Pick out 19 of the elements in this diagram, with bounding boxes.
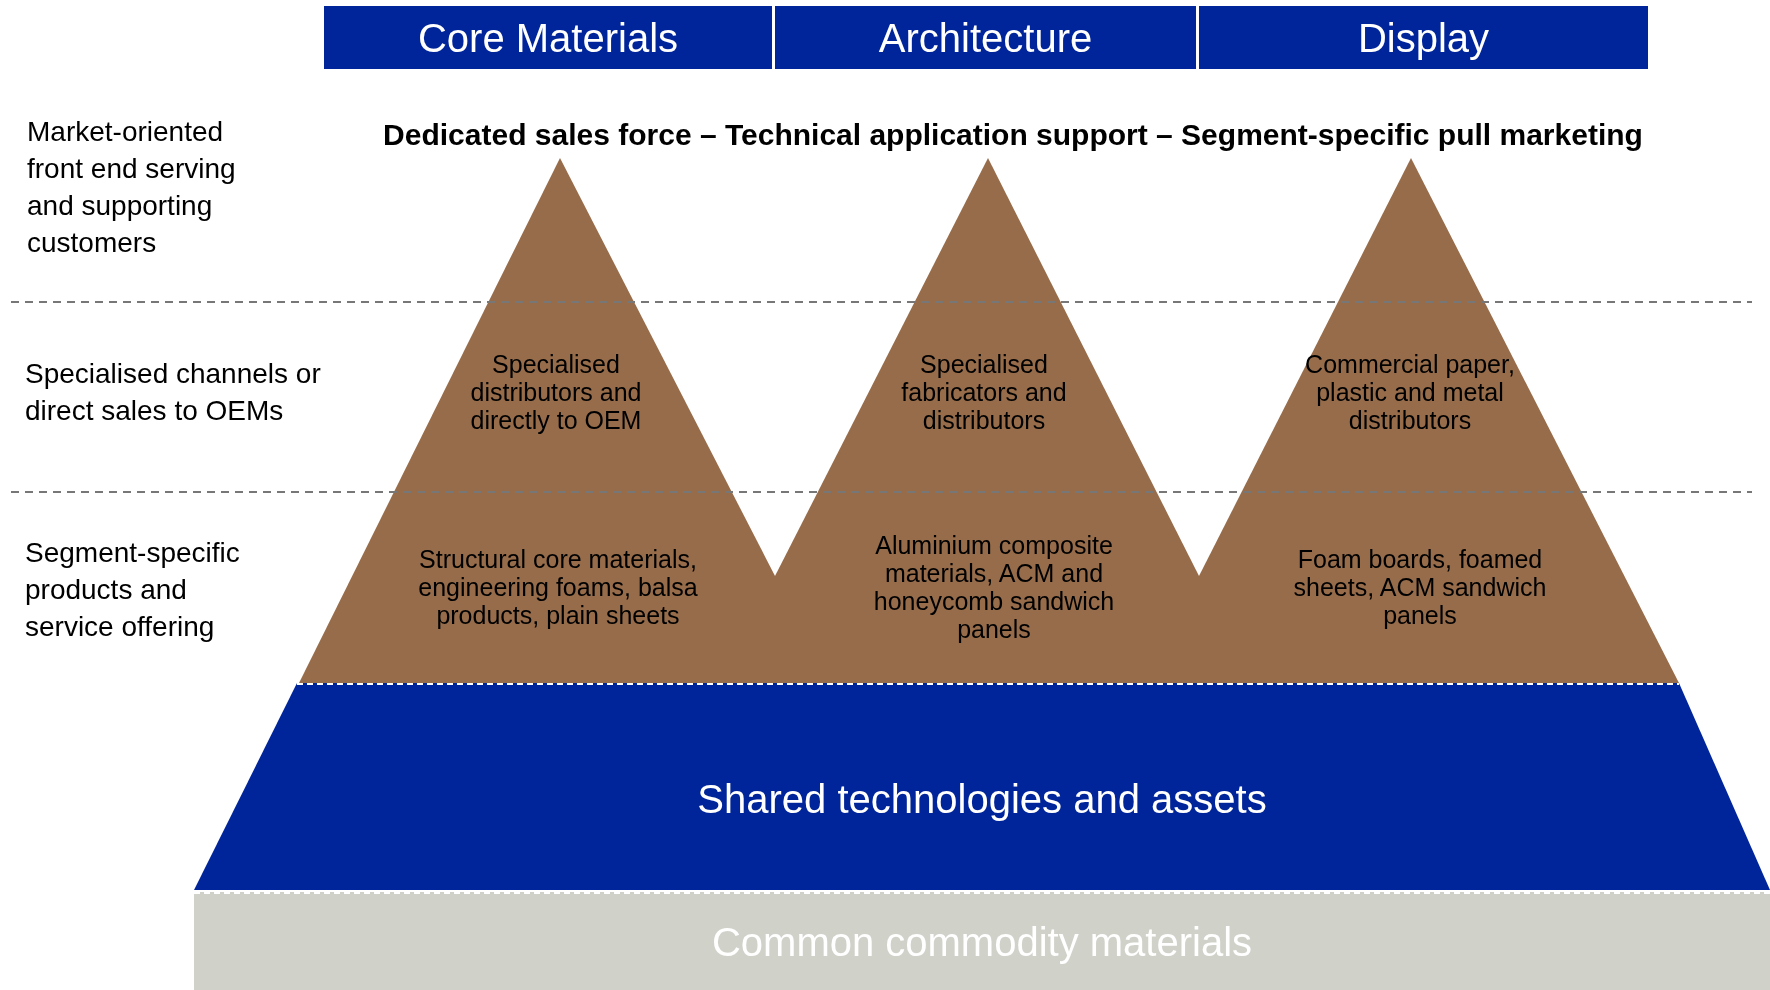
mountain-triangle [1199,158,1679,683]
triangle-text: Aluminium composite materials, ACM and honeycomb sandwich panels [872,531,1116,643]
triangle-text: Foam boards, foamed sheets, ACM sandwich panels [1292,545,1548,629]
triangle-text: Specialised fabricators and distributors [900,350,1068,434]
segment-header: Display [1199,6,1648,69]
band-text: Shared technologies and assets [697,775,1267,823]
segment-header: Architecture [775,6,1196,69]
base-band [194,892,1770,990]
segment-header: Core Materials [324,6,772,69]
triangle-text: Structural core materials, engineering foams, balsa products, plain sheets [417,545,699,629]
row-label: Specialised channels or direct sales to OEMs [25,357,322,428]
triangle-text: Commercial paper, plastic and metal distributors [1304,350,1516,434]
mountain-triangle [299,158,775,683]
triangle-text: Specialised distributors and directly to OEM [469,350,643,434]
row-label: Market-oriented front end serving and supporting customers [27,115,237,260]
trapezoid-band [194,683,1770,890]
row-label: Segment-specific products and service offering [25,536,241,644]
mountain-triangle [775,158,1199,683]
tagline: Dedicated sales force – Technical application support – Segment-specific pull marketing [382,117,1644,153]
